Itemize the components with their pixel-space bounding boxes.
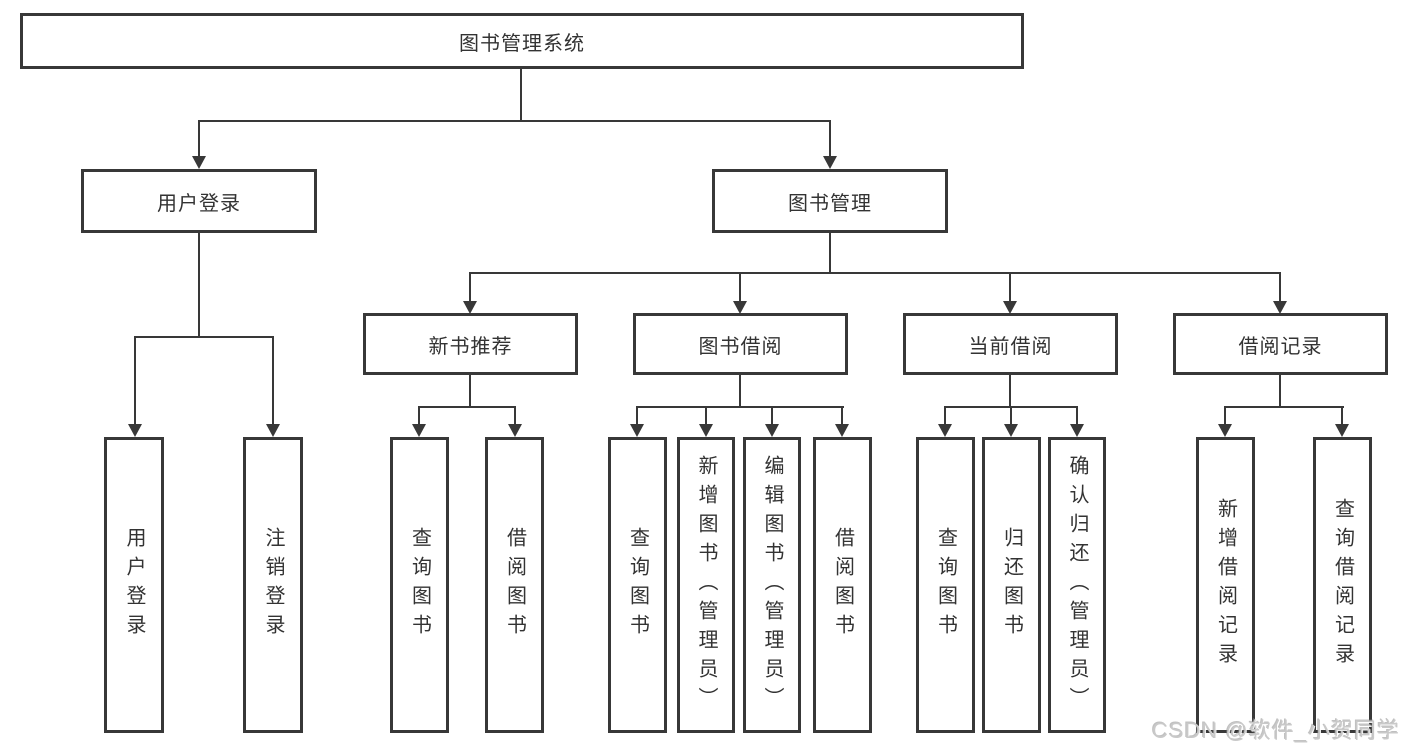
node-label: 图书管理系统: [459, 32, 585, 55]
node-label: 编辑图书（管理员）: [761, 454, 783, 716]
node-label: 注销登录: [262, 527, 284, 643]
node-label: 查询图书: [408, 527, 431, 643]
connector-line: [771, 406, 773, 426]
node-user-login-module: 用户登录: [81, 169, 317, 233]
node-label: 新增借阅记录: [1214, 498, 1237, 672]
arrow-down-icon: [508, 424, 522, 437]
node-label: 图书借阅: [698, 335, 783, 358]
arrow-down-icon: [412, 424, 426, 437]
connector-line: [1279, 272, 1281, 302]
node-add-borrow-record: 新增借阅记录: [1196, 437, 1255, 733]
connector-line: [134, 336, 274, 338]
connector-line: [1010, 406, 1012, 426]
connector-line: [829, 233, 831, 274]
connector-line: [520, 68, 522, 122]
node-borrow-books: 借阅图书: [813, 437, 872, 733]
arrow-down-icon: [765, 424, 779, 437]
node-label: 借阅记录: [1238, 335, 1323, 358]
node-label: 借阅图书: [503, 527, 526, 643]
arrow-down-icon: [128, 424, 142, 437]
connector-line: [829, 120, 831, 158]
node-query-books-recommend: 查询图书: [390, 437, 449, 733]
arrow-down-icon: [1004, 424, 1018, 437]
arrow-down-icon: [1070, 424, 1084, 437]
connector-line: [739, 272, 741, 302]
connector-line: [841, 406, 843, 426]
connector-line: [1224, 406, 1344, 408]
node-query-books-current: 查询图书: [916, 437, 975, 733]
node-label: 用户登录: [123, 527, 145, 643]
connector-line: [198, 120, 831, 122]
node-root-library-system: 图书管理系统: [20, 13, 1024, 69]
connector-line: [636, 406, 638, 426]
connector-line: [469, 375, 471, 408]
connector-line: [944, 406, 946, 426]
connector-line: [1341, 406, 1343, 426]
node-logout: 注销登录: [243, 437, 303, 733]
node-label: 图书管理: [788, 192, 872, 215]
connector-line: [1009, 375, 1011, 408]
node-label: 用户登录: [157, 192, 241, 215]
node-book-borrowing: 图书借阅: [633, 313, 848, 375]
node-borrow-books-recommend: 借阅图书: [485, 437, 544, 733]
node-query-borrow-record: 查询借阅记录: [1313, 437, 1372, 733]
node-return-book: 归还图书: [982, 437, 1041, 733]
arrow-down-icon: [630, 424, 644, 437]
node-add-book-admin: 新增图书（管理员）: [677, 437, 735, 733]
node-query-books-borrow: 查询图书: [608, 437, 667, 733]
connector-line: [469, 272, 471, 302]
connector-line: [198, 233, 200, 338]
arrow-down-icon: [835, 424, 849, 437]
node-label: 新增图书（管理员）: [695, 454, 717, 716]
connector-line: [418, 406, 420, 426]
node-label: 新书推荐: [428, 335, 513, 358]
node-confirm-return-admin: 确认归还（管理员）: [1048, 437, 1106, 733]
node-label: 查询图书: [934, 527, 957, 643]
arrow-down-icon: [1218, 424, 1232, 437]
connector-line: [1224, 406, 1226, 426]
arrow-down-icon: [1273, 301, 1287, 314]
node-label: 查询借阅记录: [1331, 498, 1354, 672]
arrow-down-icon: [266, 424, 280, 437]
connector-line: [514, 406, 516, 426]
arrow-down-icon: [1003, 301, 1017, 314]
node-label: 查询图书: [626, 527, 649, 643]
connector-line: [418, 406, 516, 408]
node-label: 归还图书: [1000, 527, 1023, 643]
connector-line: [1076, 406, 1078, 426]
connector-line: [198, 120, 200, 158]
connector-line: [1009, 272, 1011, 302]
arrow-down-icon: [699, 424, 713, 437]
connector-line: [469, 272, 1281, 274]
arrow-down-icon: [463, 301, 477, 314]
arrow-down-icon: [823, 156, 837, 169]
node-edit-book-admin: 编辑图书（管理员）: [743, 437, 801, 733]
arrow-down-icon: [1335, 424, 1349, 437]
node-book-management-module: 图书管理: [712, 169, 948, 233]
arrow-down-icon: [733, 301, 747, 314]
node-borrowing-records: 借阅记录: [1173, 313, 1388, 375]
arrow-down-icon: [192, 156, 206, 169]
node-label: 借阅图书: [831, 527, 854, 643]
node-label: 当前借阅: [968, 335, 1053, 358]
csdn-watermark: CSDN @软件_小贺同学: [1151, 718, 1400, 743]
node-label: 确认归还（管理员）: [1066, 454, 1088, 716]
connector-line: [1279, 375, 1281, 408]
arrow-down-icon: [938, 424, 952, 437]
node-current-borrowing: 当前借阅: [903, 313, 1118, 375]
connector-line: [134, 336, 136, 426]
connector-line: [739, 375, 741, 408]
connector-line: [272, 336, 274, 426]
node-new-book-recommend: 新书推荐: [363, 313, 578, 375]
node-user-login: 用户登录: [104, 437, 164, 733]
connector-line: [705, 406, 707, 426]
connector-line: [636, 406, 844, 408]
